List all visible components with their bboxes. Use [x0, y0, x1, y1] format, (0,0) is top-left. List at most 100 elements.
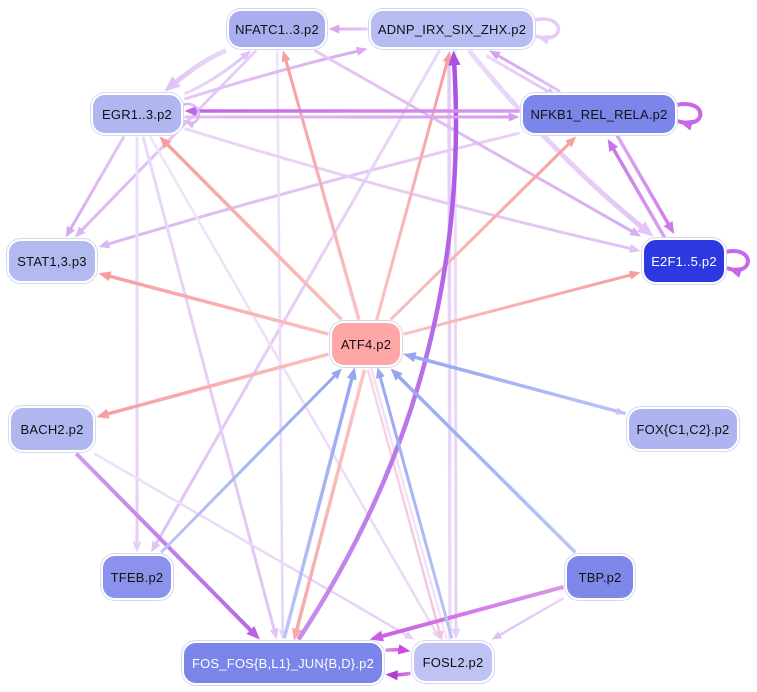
node-nfkb1[interactable]: NFKB1_REL_RELA.p2	[521, 93, 677, 135]
arrowhead-nfkb1-stat1	[98, 239, 111, 249]
edge-e2f1-nfkb1	[609, 143, 668, 240]
node-label: E2F1..5.p2	[651, 253, 717, 269]
node-egr1[interactable]: EGR1..3.p2	[91, 93, 183, 135]
edge-fosl2-adnp	[447, 57, 452, 640]
node-label: TFEB.p2	[110, 569, 164, 585]
edge-fox-atf4	[409, 354, 626, 416]
edge-nfkb1-stat1	[103, 131, 520, 247]
arrowhead-nfkb1-e2f1	[663, 221, 675, 234]
arrowhead-egr1-stat1	[65, 225, 75, 238]
edge-nfatc1-fos	[275, 50, 284, 635]
arrowhead-egr1-tfeb	[132, 541, 142, 553]
arrowhead-atf4-bach2	[96, 408, 110, 419]
edge-nfatc1-e2f1	[313, 49, 637, 235]
edge-atf4-fos	[293, 369, 367, 635]
node-adnp[interactable]: ADNP_IRX_SIX_ZHX.p2	[369, 9, 535, 49]
node-label: EGR1..3.p2	[102, 106, 172, 122]
arrowhead-egr1-nfkb1	[508, 112, 520, 122]
edge-atf4-stat1	[104, 273, 329, 336]
self-loop-arrowhead-adnp	[537, 35, 551, 45]
edge-nfatc1-egr1	[169, 48, 227, 88]
arrowhead-egr1-fos	[269, 627, 279, 640]
arrowhead-tbp-fos	[369, 630, 384, 642]
edge-atf4-fosl2	[366, 369, 442, 637]
arrowhead-tbp-atf4	[390, 368, 403, 381]
arrowhead-atf4-adnp	[442, 51, 452, 64]
edge-tbp-fos	[376, 584, 565, 640]
node-bach2[interactable]: BACH2.p2	[9, 406, 95, 452]
arrowhead-fox-atf4	[403, 352, 417, 363]
arrowhead-nfkb1-egr1	[184, 105, 197, 117]
self-loop-nfkb1	[674, 102, 703, 125]
node-label: STAT1,3.p3	[17, 253, 87, 269]
arrowhead-tbp-fosl2	[491, 631, 503, 640]
node-tfeb[interactable]: TFEB.p2	[101, 554, 173, 600]
edge-adnp-nfkb1	[485, 54, 553, 95]
arrowhead-atf4-nfatc1	[281, 50, 291, 63]
edge-nfkb1-adnp	[493, 52, 561, 93]
node-label: TBP.p2	[578, 569, 622, 585]
arrowhead-fosl2-fos	[385, 670, 398, 681]
edge-tbp-atf4	[394, 371, 577, 554]
arrowhead-atf4-fosl2	[435, 630, 444, 641]
arrowhead-atf4-e2f1	[628, 270, 641, 280]
node-label: NFATC1..3.p2	[235, 21, 319, 37]
edge-atf4-nfatc1	[283, 55, 361, 320]
edge-atf4-nfkb1	[389, 139, 574, 321]
node-e2f1[interactable]: E2F1..5.p2	[642, 238, 726, 284]
arrowhead-nfatc1-egr1	[164, 76, 181, 92]
arrowhead-bach2-fosl2	[404, 631, 415, 640]
node-fox[interactable]: FOX{C1,C2}.p2	[627, 407, 739, 451]
edge-bach2-fos	[74, 452, 257, 636]
node-fos[interactable]: FOS_FOS{B,L1}_JUN{B,D}.p2	[182, 641, 384, 685]
self-loop-adnp	[532, 17, 561, 40]
node-label: FOS_FOS{B,L1}_JUN{B,D}.p2	[191, 655, 375, 671]
node-label: BACH2.p2	[20, 421, 84, 437]
edge-atf4-bach2	[102, 352, 329, 417]
node-label: ADNP_IRX_SIX_ZHX.p2	[377, 21, 527, 37]
edge-tfeb-atf4	[160, 371, 339, 554]
node-stat1[interactable]: STAT1,3.p3	[7, 239, 97, 283]
self-loop-arrowhead-nfkb1	[679, 119, 694, 131]
node-nfatc1[interactable]: NFATC1..3.p2	[227, 9, 327, 49]
arrowhead-egr1-nfatc1	[239, 50, 252, 61]
edge-egr1-adnp	[184, 48, 363, 101]
node-tbp[interactable]: TBP.p2	[565, 554, 635, 600]
arrowhead-atf4-nfkb1	[565, 136, 577, 148]
arrowhead-egr1-fosl2	[431, 629, 440, 640]
arrowhead-nfatc1-stat1	[74, 226, 86, 238]
node-label: FOX{C1,C2}.p2	[636, 421, 730, 437]
edge-fosl2-atf4	[377, 372, 454, 639]
arrowhead-fosl2-atf4	[376, 367, 385, 379]
self-loop-arrowhead-e2f1	[728, 267, 743, 278]
node-atf4[interactable]: ATF4.p2	[330, 321, 402, 367]
edge-nfkb1-e2f1	[614, 133, 673, 230]
arrowhead-nfkb1-adnp	[489, 50, 501, 60]
node-label: FOSL2.p2	[422, 654, 484, 670]
node-fosl2[interactable]: FOSL2.p2	[412, 641, 494, 683]
edge-egr1-fosl2	[148, 135, 439, 636]
arrowhead-atf4-stat1	[98, 271, 112, 282]
arrowhead-adnp-tfeb	[151, 540, 161, 553]
edge-egr1-stat1	[67, 135, 126, 234]
arrowhead-adnp-e2f1	[636, 221, 654, 237]
arrowhead-bach2-fos	[246, 626, 260, 640]
node-label: NFKB1_REL_RELA.p2	[530, 106, 668, 122]
edge-bach2-fosl2	[93, 452, 411, 638]
arrowhead-fos-fosl2	[397, 644, 411, 655]
arrowhead-fos-adnp	[448, 50, 461, 66]
edge-adnp-e2f1	[467, 48, 649, 233]
edge-fos-atf4	[282, 373, 355, 639]
arrowhead-adnp-nfatc1	[328, 24, 340, 34]
node-label: ATF4.p2	[340, 336, 392, 352]
edge-egr1-nfatc1	[183, 53, 248, 96]
edge-atf4-egr1	[162, 139, 343, 321]
self-loop-arrowhead-egr1	[185, 121, 196, 129]
arrowhead-egr1-e2f1	[629, 244, 641, 253]
edge-tbp-fosl2	[495, 597, 565, 638]
arrowhead-atf4-egr1	[159, 136, 172, 149]
edge-atf4-adnp	[375, 56, 450, 321]
